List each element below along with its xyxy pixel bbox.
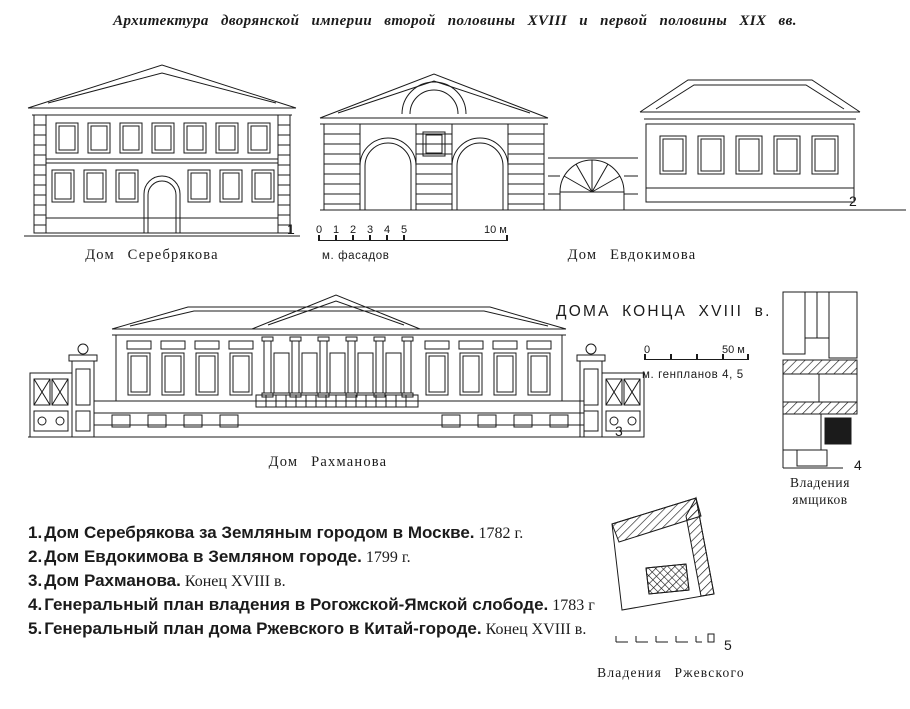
figure-number: 5	[724, 637, 732, 653]
legend-number: 3.	[28, 571, 43, 590]
section-heading: ДОМА КОНЦА XVIII в.	[556, 303, 772, 320]
legend-rest-text: Конец XVIII в.	[481, 621, 587, 638]
scale-tick-label: 2	[350, 224, 357, 236]
yamshchiki-site-plan-drawing	[773, 290, 869, 472]
figure-caption-rakhmanov: Дом Рахманова	[268, 454, 388, 470]
page-title: Архитектура дворянской империи второй по…	[113, 13, 797, 29]
legend-item-5: 5.Генеральный план дома Ржевского в Кита…	[28, 617, 602, 641]
legend-item-1: 1.Дом Серебрякова за Земляным городом в …	[28, 521, 602, 545]
legend-bold-text: Дом Серебрякова за Земляным городом в Мо…	[44, 523, 475, 542]
legend-number: 5.	[28, 619, 43, 638]
legend-bold-text: Дом Рахманова.	[44, 571, 181, 590]
legend-bold-text: Дом Евдокимова в Земляном городе.	[44, 547, 362, 566]
scale-end-label: 10 м	[484, 224, 507, 236]
legend-item-3: 3.Дом Рахманова. Конец XVIII в.	[28, 569, 602, 593]
legend-number: 2.	[28, 547, 43, 566]
legend-list: 1.Дом Серебрякова за Земляным городом в …	[28, 521, 602, 641]
scale-tick-label: 0	[644, 344, 651, 356]
scale-tick-label: 1	[333, 224, 340, 236]
legend-rest-text: 1799 г.	[361, 549, 411, 566]
figure-caption-serebryakov: Дом Серебрякова	[85, 247, 219, 263]
legend-number: 4.	[28, 595, 43, 614]
scale-end-label: 50 м	[722, 344, 745, 356]
legend-item-4: 4.Генеральный план владения в Рогожской-…	[28, 593, 602, 617]
rzhevsky-site-plan-drawing	[598, 490, 766, 662]
scale-tick-label: 5	[401, 224, 408, 236]
evdokimov-elevation-drawing	[316, 68, 908, 216]
figure-caption-evdokimov: Дом Евдокимова	[567, 247, 697, 263]
legend-bold-text: Генеральный план владения в Рогожской-Ям…	[44, 595, 549, 614]
scale-tick-label: 0	[316, 224, 323, 236]
facade-scale-bar: 0 1 2 3 4 5 10 м м. фасадов	[316, 224, 526, 264]
figure-caption-rzhevsky: Владения Ржевского	[597, 665, 745, 680]
genplan-scale-bar: 0 50 м м. генпланов 4, 5	[642, 344, 762, 386]
figure-number: 4	[854, 457, 862, 473]
figure-caption-yamshchiki: Владения ямщиков	[789, 475, 851, 507]
figure-number: 1	[287, 221, 295, 237]
scale-caption: м. генпланов 4, 5	[642, 369, 744, 381]
rakhmanov-elevation-drawing	[28, 283, 646, 451]
scale-caption: м. фасадов	[322, 250, 390, 262]
serebryakov-elevation-drawing	[22, 58, 302, 243]
scale-tick-label: 3	[367, 224, 374, 236]
legend-bold-text: Генеральный план дома Ржевского в Китай-…	[44, 619, 482, 638]
legend-item-2: 2.Дом Евдокимова в Земляном городе. 1799…	[28, 545, 602, 569]
legend-rest-text: 1782 г.	[474, 525, 524, 542]
legend-rest-text: Конец XVIII в.	[180, 573, 286, 590]
figure-number: 2	[849, 193, 857, 209]
legend-number: 1.	[28, 523, 43, 542]
scale-tick-label: 4	[384, 224, 391, 236]
legend-rest-text: 1783 г	[548, 597, 595, 614]
figure-number: 3	[615, 423, 623, 439]
